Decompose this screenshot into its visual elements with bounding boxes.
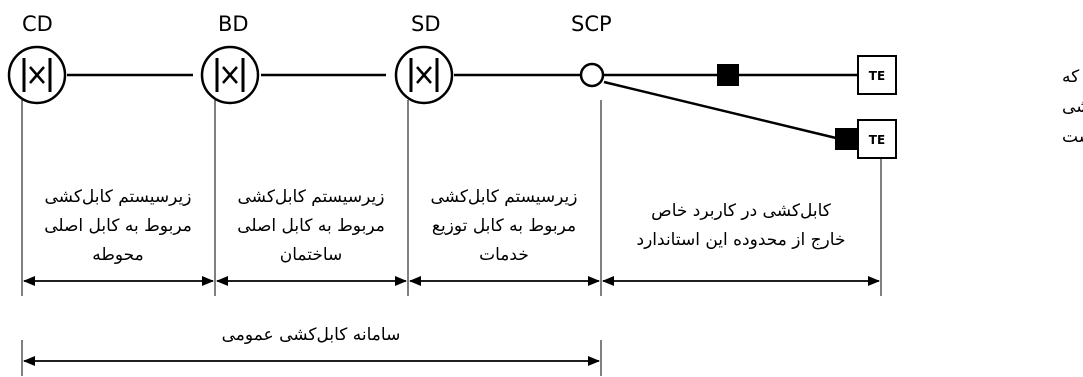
terminal-equipment-bottom: TE [857,119,897,159]
connector-square-bottom-icon [835,128,857,150]
segment-distribution-line2: مربوط به کابل توزیع [432,216,576,236]
segment-building-line1: زیرسیستم کابل‌کشی [237,187,384,207]
cable-scp-te-bottom [603,80,837,140]
segment-application-line2: خارج از محدوده این استاندارد [637,230,846,250]
segment-campus-line3: محوطه [92,245,144,265]
segment-application-line1: کابل‌کشی در کاربرد خاص [651,201,832,221]
distributor-cd-icon [7,45,67,105]
distributor-bd-icon [200,45,260,105]
terminal-equipment-top: TE [857,55,897,95]
consolidation-point-icon [579,62,605,88]
segment-building-line2: مربوط به کابل اصلی [237,216,385,236]
segment-campus-line2: مربوط به کابل اصلی [44,216,192,236]
te-note-line2: مستقیم به کابل‌کشی [1062,97,1083,117]
connector-square-top-icon [717,64,739,86]
segment-campus-label: زیرسیستم کابل‌کشی مربوط به کابل اصلی محو… [44,187,192,265]
segment-distribution-line3: خدمات [479,245,529,265]
te-note-line1: اتصال‌دهنده TE که [1062,67,1083,87]
node-label-cd: CD [22,12,53,36]
distributor-sd-icon [394,45,454,105]
node-label-scp: SCP [571,12,612,36]
terminal-label-top: TE [869,69,885,83]
segment-distribution-label: زیرسیستم کابل‌کشی مربوط به کابل توزیع خد… [430,187,577,265]
te-note: اتصال‌دهنده TE که مستقیم به کابل‌کشی متص… [1062,67,1083,147]
segment-building-line3: ساختمان [280,245,343,265]
node-label-sd: SD [411,12,441,36]
segment-distribution-line1: زیرسیستم کابل‌کشی [430,187,577,207]
te-note-line3: متصل شده است [1062,127,1083,147]
segment-application-label: کابل‌کشی در کاربرد خاص خارج از محدوده ای… [637,201,846,250]
terminal-label-bottom: TE [869,133,885,147]
segment-building-label: زیرسیستم کابل‌کشی مربوط به کابل اصلی ساخ… [237,187,385,265]
node-label-bd: BD [218,12,249,36]
segment-campus-line1: زیرسیستم کابل‌کشی [44,187,191,207]
overall-system-label: سامانه کابل‌کشی عمومی [222,325,401,345]
